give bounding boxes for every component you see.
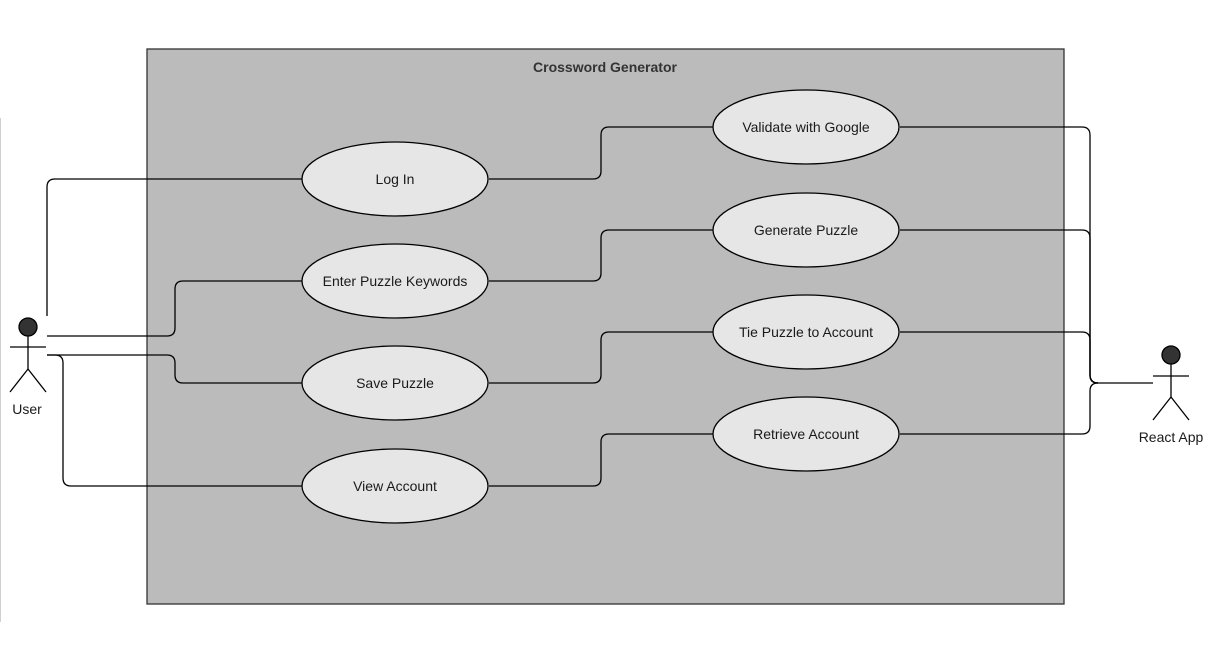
- actor-react-app-legs: [1152, 395, 1190, 421]
- use-case-generate-puzzle-shape[interactable]: [712, 192, 900, 268]
- use-case-log-in-label: Log In: [376, 171, 415, 187]
- use-case-tie-puzzle[interactable]: Tie Puzzle to Account: [712, 294, 900, 370]
- edge-user-enter-keywords: [47, 280, 302, 337]
- edge-log-in-validate: [489, 126, 713, 180]
- edge-save-tie: [489, 331, 713, 384]
- edge-tie-react: [900, 331, 1099, 384]
- use-case-validate-google-label: Validate with Google: [742, 119, 870, 135]
- edge-view-retrieve: [489, 433, 713, 487]
- use-case-log-in-shape[interactable]: [301, 141, 489, 217]
- actor-react-app[interactable]: React App: [1139, 345, 1204, 445]
- system-title: Crossword Generator: [533, 59, 677, 75]
- use-case-generate-puzzle-label: Generate Puzzle: [754, 222, 858, 238]
- use-case-enter-keywords-shape[interactable]: [301, 243, 489, 319]
- include-connectors: [489, 126, 713, 487]
- actor-user[interactable]: User: [9, 317, 47, 417]
- use-case-log-in[interactable]: Log In: [301, 141, 489, 217]
- edge-keywords-generate: [489, 229, 713, 282]
- use-case-view-account-shape[interactable]: [301, 448, 489, 524]
- use-case-enter-keywords[interactable]: Enter Puzzle Keywords: [301, 243, 489, 319]
- edge-retrieve-react: [900, 382, 1099, 435]
- use-case-validate-google[interactable]: Validate with Google: [712, 89, 900, 165]
- actor-user-label: User: [12, 401, 42, 417]
- edge-user-log-in: [46, 178, 302, 316]
- actor-user-legs: [9, 367, 47, 393]
- actor-react-app-label: React App: [1139, 429, 1204, 445]
- actor-react-app-head: [1161, 345, 1181, 365]
- use-case-save-puzzle[interactable]: Save Puzzle: [301, 345, 489, 421]
- use-case-validate-google-shape[interactable]: [712, 89, 900, 165]
- use-case-retrieve-account-label: Retrieve Account: [753, 426, 859, 442]
- system-boundary: Crossword Generator: [146, 48, 1065, 605]
- react-app-connectors: [900, 126, 1153, 435]
- edge-user-save-puzzle: [47, 354, 302, 384]
- use-case-enter-keywords-label: Enter Puzzle Keywords: [323, 273, 468, 289]
- use-case-generate-puzzle[interactable]: Generate Puzzle: [712, 192, 900, 268]
- use-case-save-puzzle-shape[interactable]: [301, 345, 489, 421]
- use-case-retrieve-account[interactable]: Retrieve Account: [712, 396, 900, 472]
- actor-user-head: [18, 317, 38, 337]
- use-case-tie-puzzle-label: Tie Puzzle to Account: [739, 324, 873, 340]
- use-case-tie-puzzle-shape[interactable]: [712, 294, 900, 370]
- user-connectors: [46, 178, 302, 487]
- system-boundary-rect: [146, 48, 1065, 605]
- use-case-view-account[interactable]: View Account: [301, 448, 489, 524]
- use-case-view-account-label: View Account: [353, 478, 437, 494]
- use-case-retrieve-account-shape[interactable]: [712, 396, 900, 472]
- use-case-save-puzzle-label: Save Puzzle: [356, 375, 434, 391]
- edge-user-view-account: [47, 354, 302, 487]
